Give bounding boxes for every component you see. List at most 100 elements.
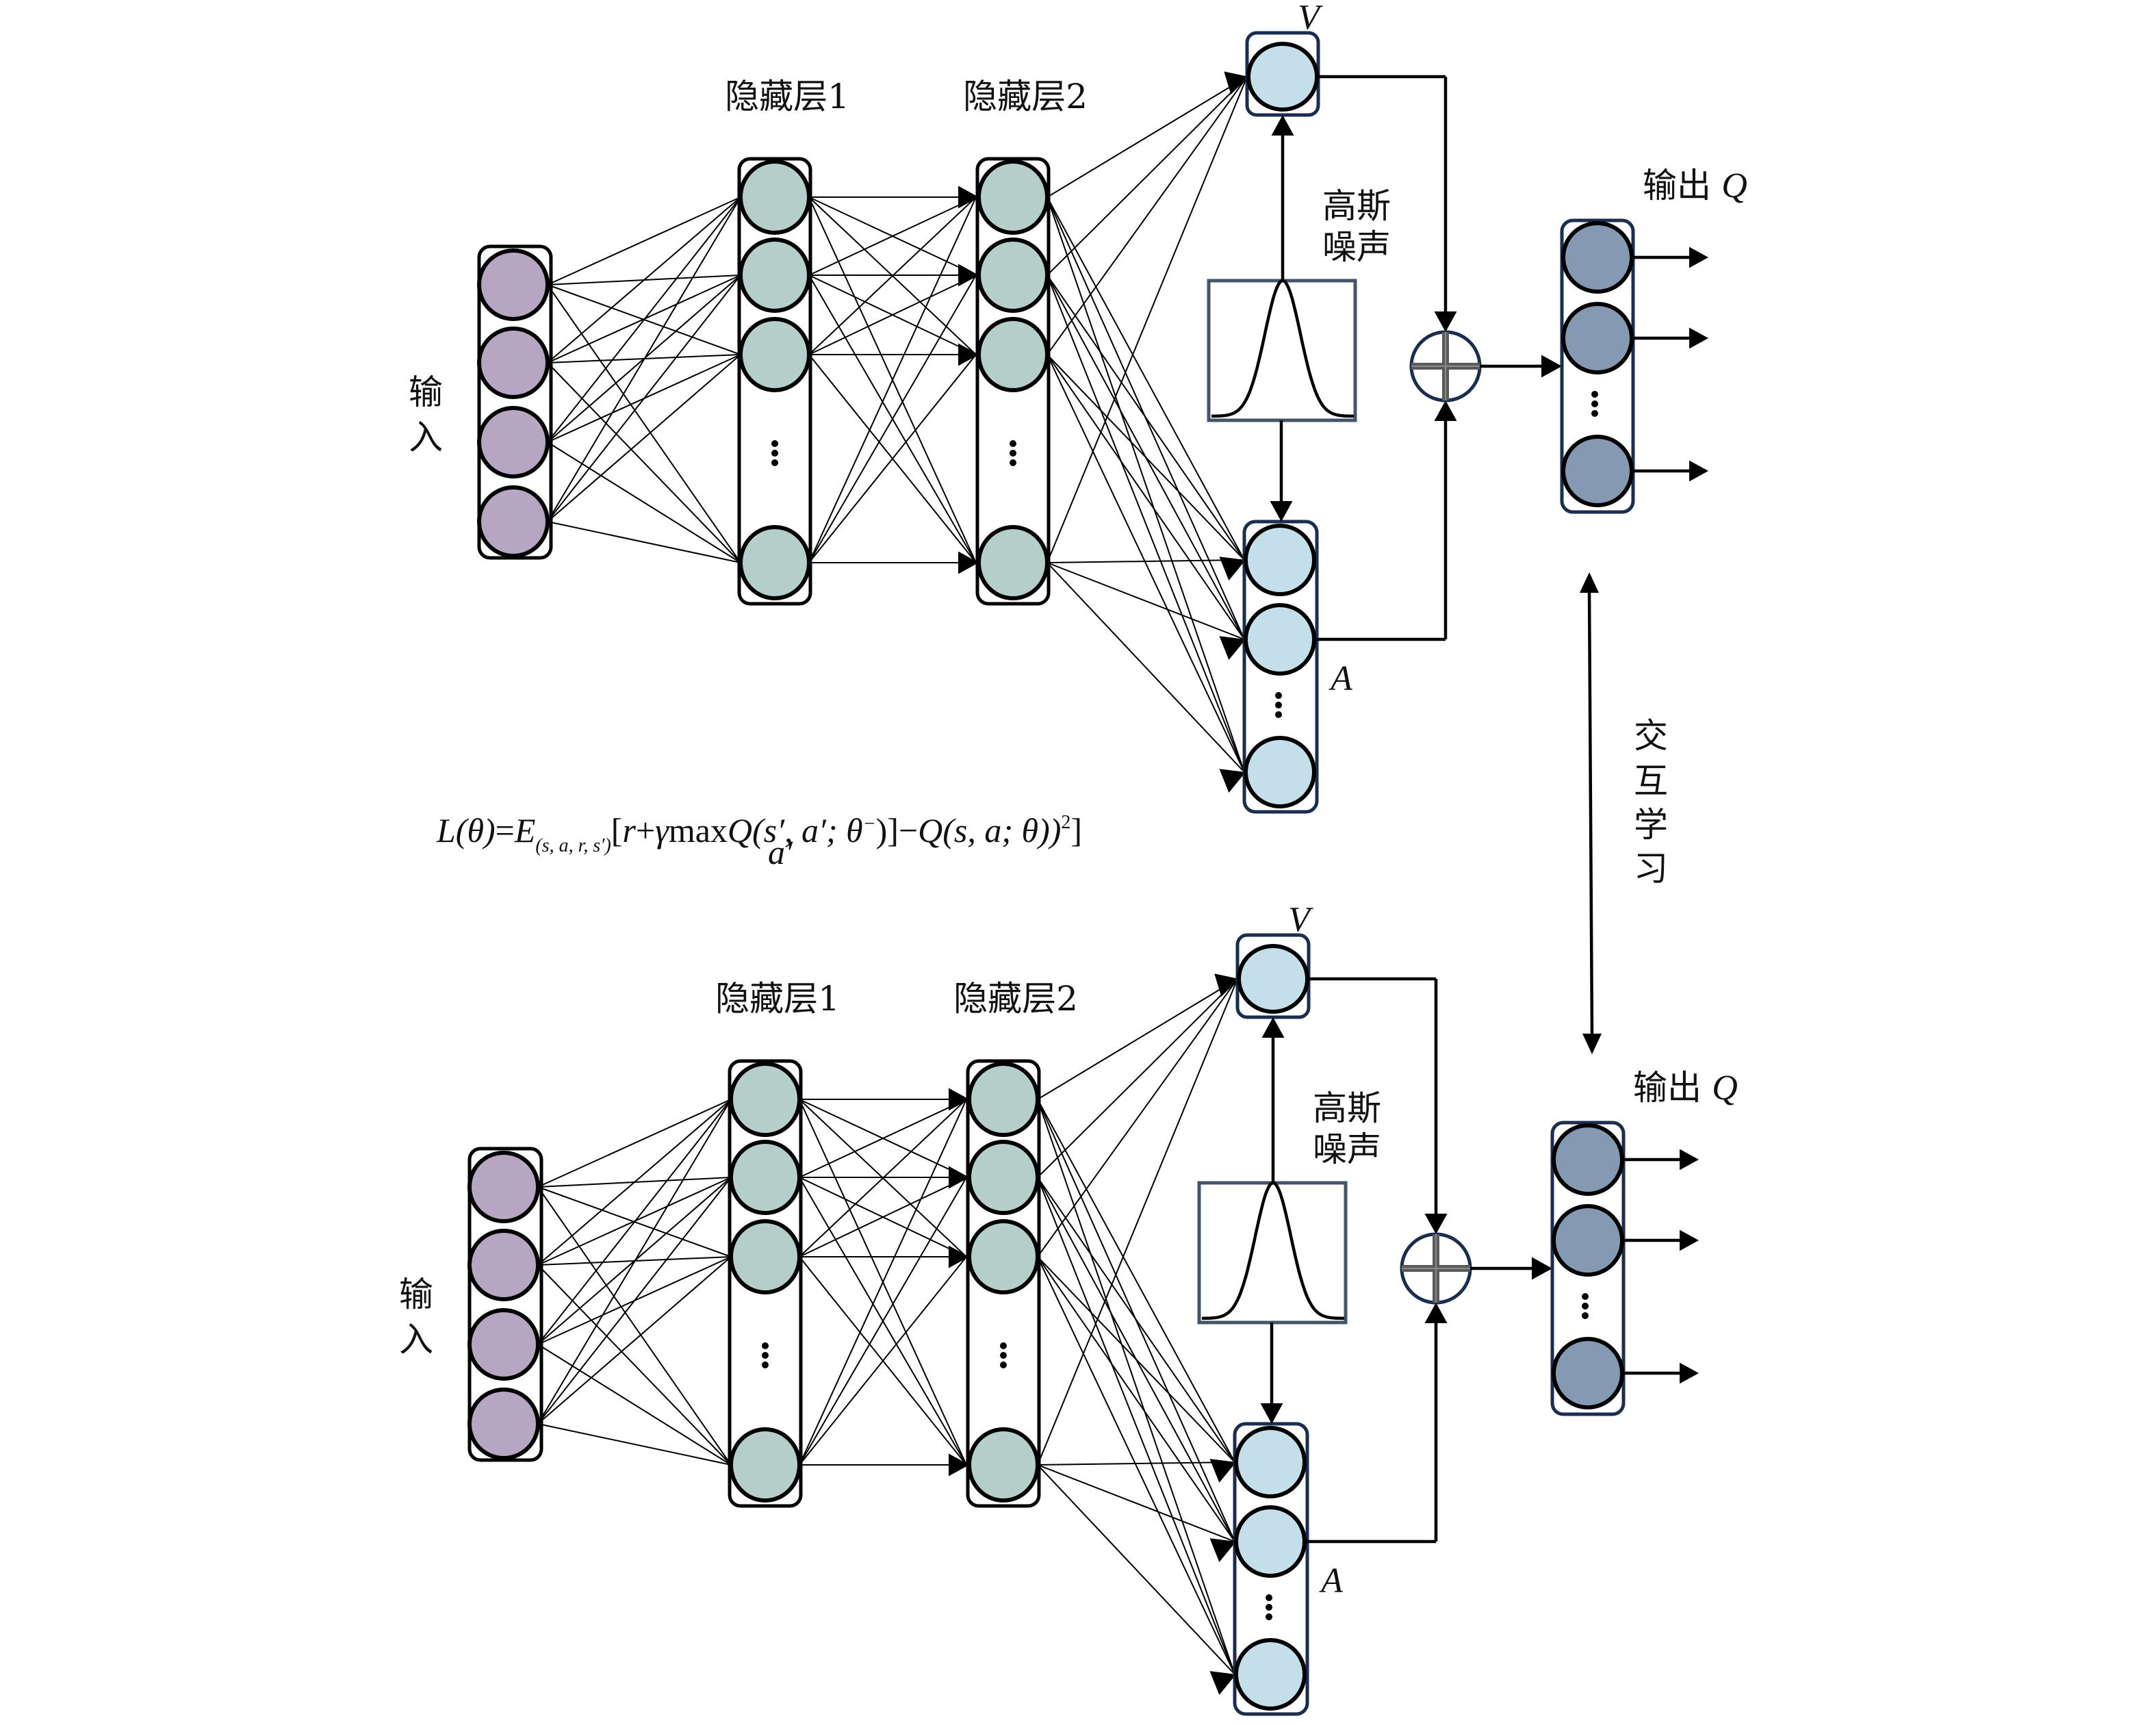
edge-hidden2-advantage [1047,562,1245,640]
arrowhead-value [1224,71,1248,95]
edge-hidden1-hidden2 [799,1177,967,1257]
arrowhead-hidden2 [949,1453,969,1477]
edge-hidden2-value [1037,978,1238,1178]
edge-input-hidden1 [547,196,741,522]
hidden-layer-1: 隐藏层1 [725,77,849,606]
gaussian-box [1207,279,1357,422]
edge-input-hidden1 [537,1099,732,1188]
arrowhead-advantage [1209,1459,1236,1483]
ellipsis-dot [1266,1604,1272,1611]
edge-hidden2-advantage [1037,1099,1235,1463]
ellipsis-dot [1010,459,1016,466]
hidden-layer-2: 隐藏层2 [953,979,1078,1508]
hidden-node [739,238,811,313]
edge-hidden2-advantage [1037,1256,1235,1675]
ellipsis-dot [762,1362,769,1368]
edge-hidden2-value [1047,76,1248,198]
edge-input-hidden1 [537,1099,732,1345]
sum-to-output-arrowhead [1541,355,1562,378]
output-label: 输出 [1633,1068,1702,1108]
edge-hidden1-hidden2 [808,274,977,563]
gaussian-box [1197,1181,1348,1325]
edge-hidden1-hidden2 [799,1177,967,1466]
ellipsis-dot [771,459,778,466]
output-arrowhead [1680,1362,1699,1384]
advantage-node [1234,1426,1307,1498]
advantage-stream: A [1242,520,1352,814]
input-label: 入 [399,1320,433,1359]
gaussian-noise-label: 高斯 [1313,1088,1381,1128]
connections [547,71,1248,793]
hidden-layer-1-label: 隐藏层1 [725,77,849,116]
ellipsis-dot [1582,1303,1589,1309]
input-node [477,248,550,321]
ellipsis-dot [1000,1342,1007,1349]
loss-formula: L(θ)=E(s, a, r, s′)[r+γmaxQ(s′, a′; θ−)]… [436,811,1082,856]
edge-hidden2-value [1047,76,1248,563]
output-arrowhead [1680,1229,1699,1251]
hidden-layer-1-box [728,1059,803,1508]
input-node [477,406,550,478]
advantage-label: A [1329,659,1352,698]
hidden-layer-1-label: 隐藏层1 [715,979,840,1019]
output-arrowhead [1689,246,1708,268]
edge-hidden2-advantage [1037,1256,1235,1542]
noise-to-advantage-arrowhead [1270,501,1293,522]
output-node [1561,221,1634,294]
advantage-label: A [1319,1561,1343,1600]
hidden-layer-2-box [975,157,1051,606]
edge-hidden2-advantage [1037,1464,1235,1675]
arrowhead-advantage [1219,769,1246,793]
input-label: 输 [409,372,443,412]
output-q-symbol: Q [1712,1069,1738,1108]
edge-input-hidden1 [537,1423,732,1466]
arrowhead-hidden2 [958,264,979,287]
hidden-node [977,159,1049,235]
hidden-node [967,1219,1040,1294]
noise-to-advantage-arrowhead [1260,1403,1283,1424]
interaction-arrow [1580,572,1602,1054]
arrowhead-advantage [1209,1538,1236,1562]
gaussian-curve [1211,279,1354,418]
edge-hidden1-hidden2 [799,1256,967,1466]
edge-hidden2-advantage [1047,354,1245,561]
arrowhead-hidden2 [949,1245,969,1268]
value-node [1246,42,1319,112]
hidden-layer-2-label: 隐藏层2 [953,979,1078,1019]
edge-input-hidden1 [537,1177,732,1424]
svg-text:互: 互 [1634,761,1668,801]
ellipsis-dot [1591,410,1598,417]
edge-hidden2-advantage [1037,1256,1235,1463]
ellipsis-dot [1591,400,1598,407]
ellipsis-dot [762,1352,769,1359]
edge-input-hidden1 [547,284,741,563]
arrowhead-hidden2 [958,551,979,574]
hidden-node [967,1140,1040,1215]
ellipsis-dot [1582,1312,1589,1319]
hidden-node [967,1427,1040,1503]
output-node [1561,435,1634,507]
ellipsis-dot [771,440,778,447]
arrowhead-value [1214,973,1239,997]
edge-input-hidden1 [537,1186,732,1466]
edge-hidden2-advantage [1047,559,1245,563]
edge-hidden1-hidden2 [808,196,977,355]
hidden-layer-1-box [737,157,812,606]
edge-hidden1-hidden2 [799,1099,967,1178]
advantage-box [1233,1422,1309,1716]
value-to-sum-arrowhead [1424,1214,1448,1234]
edge-hidden2-advantage [1037,1177,1235,1675]
input-node [467,1151,540,1223]
input-label: 输 [399,1275,433,1314]
svg-text:交: 交 [1634,716,1668,756]
hidden-layer-1: 隐藏层1 [715,979,840,1508]
edge-hidden1-hidden2 [808,354,977,563]
edge-input-hidden1 [547,196,741,285]
edge-hidden1-hidden2 [799,1099,967,1257]
arrowhead-advantage [1219,557,1246,580]
